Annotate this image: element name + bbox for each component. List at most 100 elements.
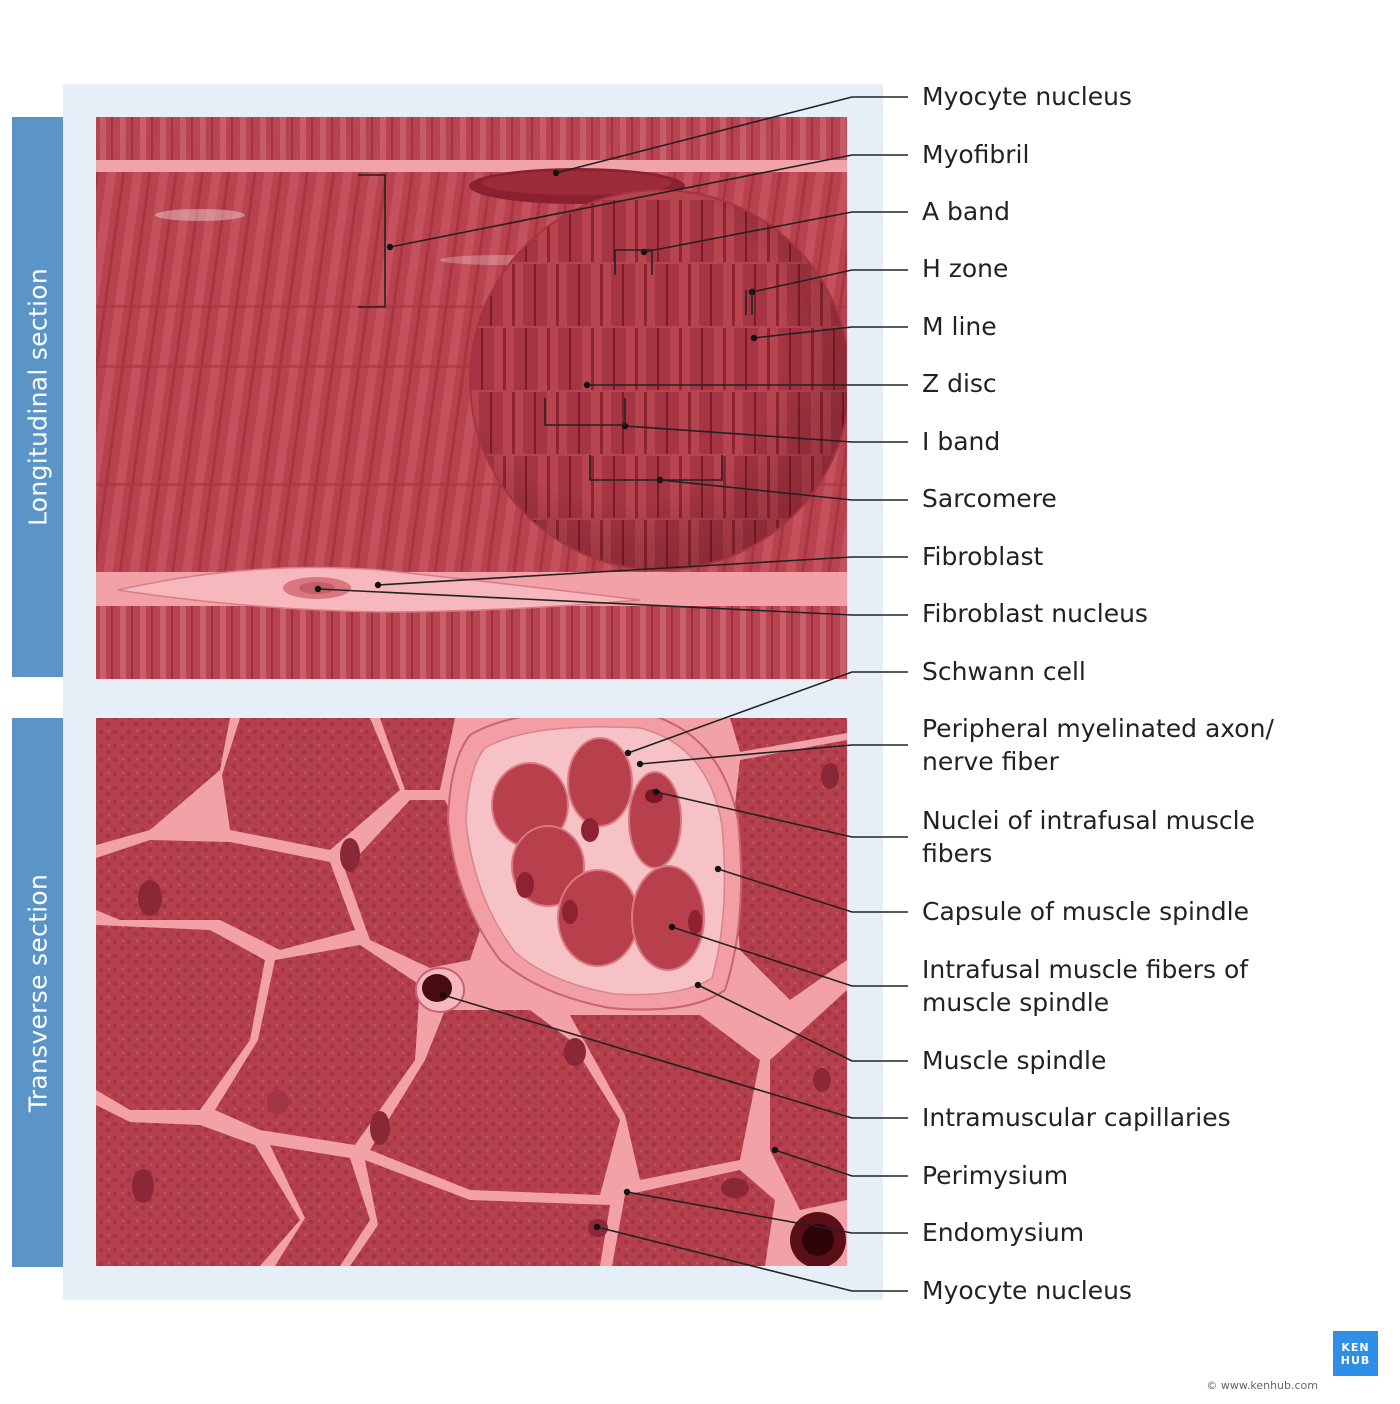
leader-fibroblast-nucleus bbox=[317, 588, 908, 616]
lens-z-disc bbox=[1075, 200, 1078, 262]
leader-dot-perimysium bbox=[771, 1146, 779, 1154]
lens-z-disc bbox=[1207, 456, 1210, 518]
label-perimysium: Perimysium bbox=[922, 1161, 1069, 1190]
lens-z-disc bbox=[1128, 264, 1131, 326]
lens-z-disc bbox=[899, 328, 902, 390]
lens-a-band bbox=[1218, 200, 1242, 262]
leader-dot-capillaries bbox=[439, 991, 447, 999]
lens-z-disc bbox=[1251, 456, 1254, 518]
lens-z-disc bbox=[1119, 200, 1122, 262]
leader-fibroblast bbox=[377, 556, 908, 586]
lens-a-band bbox=[1183, 392, 1207, 454]
longitudinal-section-artwork bbox=[96, 117, 1263, 679]
lens-a-band bbox=[1183, 264, 1207, 326]
longitudinal-section-tab: Longitudinal section bbox=[12, 117, 63, 677]
lens-m-line bbox=[1150, 264, 1152, 326]
lens-z-disc bbox=[1260, 264, 1263, 326]
lens-m-line bbox=[1053, 200, 1055, 262]
transverse-section-artwork bbox=[96, 718, 847, 1266]
lens-z-disc bbox=[1040, 392, 1043, 454]
lens-m-line bbox=[1062, 392, 1064, 454]
leader-dot-intrafusal-fibers bbox=[668, 923, 676, 931]
label-capillaries: Intramuscular capillaries bbox=[922, 1103, 1231, 1132]
leader-dot-peripheral-axon bbox=[636, 760, 644, 768]
leader-dot-nuclei-intrafusal bbox=[652, 788, 660, 796]
leader-nuclei-intrafusal bbox=[655, 791, 908, 838]
lens-a-band bbox=[1086, 328, 1110, 390]
lens-a-band bbox=[998, 328, 1022, 390]
lens-m-line bbox=[886, 392, 888, 454]
lens-z-disc bbox=[1216, 392, 1219, 454]
lens-m-line bbox=[1053, 328, 1055, 390]
label-fibroblast-nucleus: Fibroblast nucleus bbox=[922, 599, 1148, 628]
leader-dot-fibroblast-nucleus bbox=[314, 585, 322, 593]
leader-dot-myocyte-nucleus-bottom bbox=[593, 1223, 601, 1231]
leader-dot-myocyte-nucleus-top bbox=[552, 169, 560, 177]
lens-z-disc bbox=[1172, 520, 1175, 582]
lens-m-line bbox=[1185, 328, 1187, 390]
lens-m-line bbox=[1229, 456, 1231, 518]
leader-dot-fibroblast bbox=[374, 581, 382, 589]
lens-m-line bbox=[1106, 264, 1108, 326]
lens-m-line bbox=[1238, 264, 1240, 326]
lens-m-line bbox=[1097, 328, 1099, 390]
lens-m-line bbox=[1238, 392, 1240, 454]
lens-m-line bbox=[1009, 328, 1011, 390]
lens-a-band bbox=[1139, 392, 1163, 454]
lens-z-disc bbox=[1031, 200, 1034, 262]
lens-a-band bbox=[1174, 328, 1198, 390]
lens-z-disc bbox=[1207, 200, 1210, 262]
lens-a-band bbox=[1227, 392, 1251, 454]
lens-a-band bbox=[1227, 264, 1251, 326]
label-myocyte-nucleus-bottom: Myocyte nucleus bbox=[922, 1276, 1132, 1305]
lens-z-disc bbox=[1084, 264, 1087, 326]
lens-a-band bbox=[1183, 520, 1207, 582]
leader-myocyte-nucleus-bottom bbox=[596, 1226, 908, 1292]
leader-dot-capsule bbox=[714, 865, 722, 873]
lens-a-band bbox=[1095, 392, 1119, 454]
lens-a-band bbox=[1095, 264, 1119, 326]
logo-line-1: KEN bbox=[1341, 1340, 1370, 1354]
label-capsule: Capsule of muscle spindle bbox=[922, 897, 1249, 926]
lens-m-line bbox=[1062, 520, 1064, 582]
leader-m-line bbox=[753, 326, 908, 339]
leader-sarcomere bbox=[659, 479, 908, 501]
leader-endomysium bbox=[626, 1191, 908, 1234]
leader-muscle-spindle bbox=[697, 984, 908, 1062]
lens-m-line bbox=[886, 520, 888, 582]
lens-z-disc bbox=[1084, 520, 1087, 582]
lens-z-disc bbox=[1260, 392, 1263, 454]
leader-peripheral-axon bbox=[639, 744, 908, 765]
lens-a-band bbox=[1007, 392, 1031, 454]
lens-z-disc bbox=[1128, 520, 1131, 582]
lens-z-disc bbox=[1163, 328, 1166, 390]
lens-m-line bbox=[1229, 328, 1231, 390]
lens-m-line bbox=[1018, 392, 1020, 454]
label-endomysium: Endomysium bbox=[922, 1218, 1085, 1247]
bracket-4 bbox=[589, 455, 723, 481]
lens-m-line bbox=[1141, 456, 1143, 518]
lens-a-band bbox=[1130, 200, 1154, 262]
lens-m-line bbox=[1238, 520, 1240, 582]
label-m-line: M line bbox=[922, 312, 997, 341]
lens-z-disc bbox=[908, 264, 911, 326]
label-peripheral-axon: Peripheral myelinated axon/ nerve fiber bbox=[922, 714, 1274, 776]
leader-i-band bbox=[624, 425, 908, 443]
label-nuclei-intrafusal: Nuclei of intrafusal muscle fibers bbox=[922, 806, 1255, 868]
leader-dot-endomysium bbox=[623, 1188, 631, 1196]
lens-z-disc bbox=[1216, 520, 1219, 582]
lens-z-disc bbox=[1075, 328, 1078, 390]
label-a-band: A band bbox=[922, 197, 1010, 226]
leader-capsule bbox=[717, 868, 908, 913]
leader-dot-schwann-cell bbox=[624, 749, 632, 757]
copyright-text: © www.kenhub.com bbox=[1206, 1379, 1318, 1392]
lens-z-disc bbox=[899, 200, 902, 262]
lens-a-band bbox=[1218, 328, 1242, 390]
lens-z-disc bbox=[899, 456, 902, 518]
lens-m-line bbox=[1194, 264, 1196, 326]
lens-z-disc bbox=[1163, 456, 1166, 518]
lens-a-band bbox=[1086, 200, 1110, 262]
leader-myocyte-nucleus-top bbox=[555, 96, 908, 174]
